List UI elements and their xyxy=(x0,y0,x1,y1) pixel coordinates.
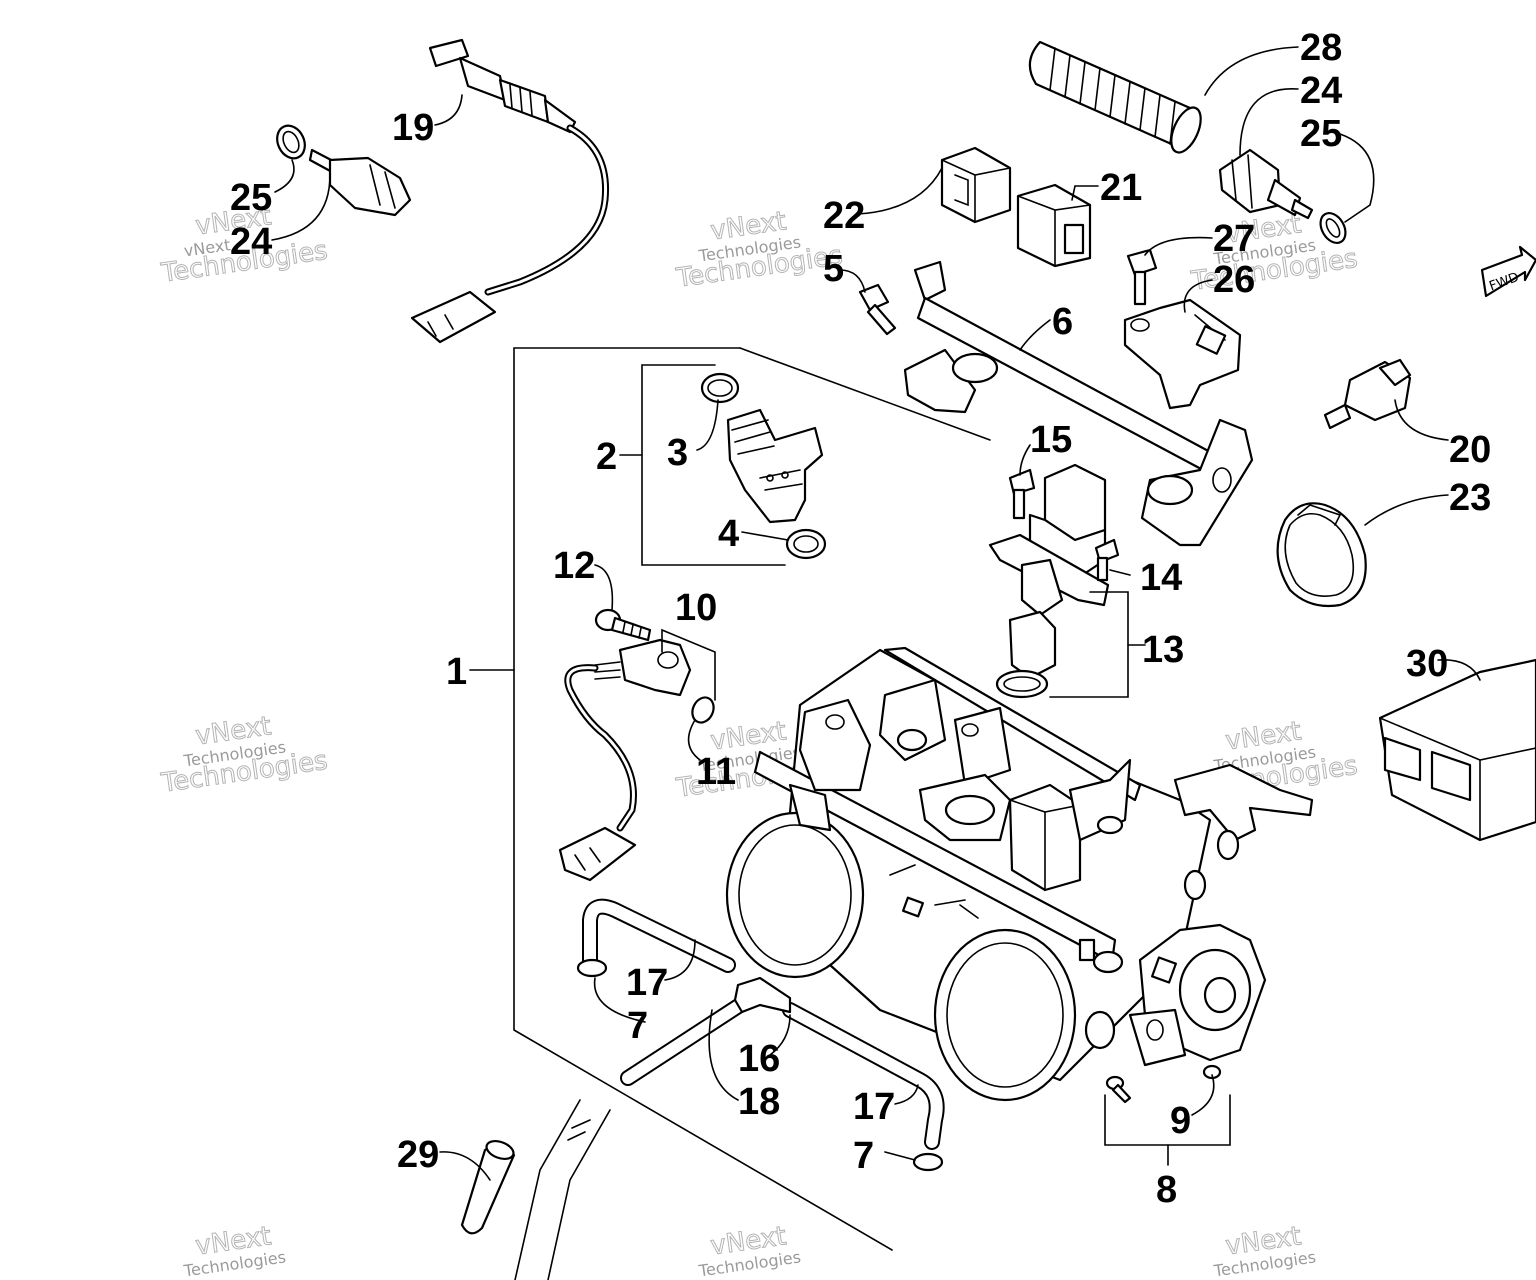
callout-7: 7 xyxy=(627,1005,648,1047)
callout-8: 8 xyxy=(1156,1169,1177,1211)
corrugated-hose-28 xyxy=(1028,40,1202,154)
sensor-connector-21 xyxy=(1016,183,1092,268)
watermark: vNext Technologies xyxy=(697,1221,802,1280)
callout-24: 24 xyxy=(230,221,272,263)
callout-30: 30 xyxy=(1406,643,1448,685)
callout-2: 2 xyxy=(596,436,617,478)
callout-27: 27 xyxy=(1213,218,1255,260)
callout-28: 28 xyxy=(1300,27,1342,69)
callout-17: 17 xyxy=(626,962,668,1004)
tps-bracket xyxy=(661,628,716,701)
callout-29: 29 xyxy=(397,1134,439,1176)
watermark: vNext Technologies Technologies xyxy=(158,711,330,800)
screw-14 xyxy=(1094,538,1120,582)
idle-air-control-13 xyxy=(988,463,1110,699)
callout-1: 1 xyxy=(446,651,467,693)
callout-17: 17 xyxy=(853,1086,895,1128)
callout-22: 22 xyxy=(823,195,865,237)
watermark: vNext Technologies xyxy=(182,1221,287,1280)
o-ring-3 xyxy=(700,372,740,404)
temp-sensor-24-right xyxy=(1218,148,1347,245)
screw-12 xyxy=(594,608,652,642)
vacuum-hoses xyxy=(576,898,945,1172)
callout-18: 18 xyxy=(738,1081,780,1123)
short-hose-29 xyxy=(460,1139,516,1235)
callout-6: 6 xyxy=(1052,301,1073,343)
fwd-arrow-icon: FWD xyxy=(1480,245,1536,298)
callout-numbers: 28 24 25 19 25 24 22 21 27 26 5 6 2 3 4 … xyxy=(230,27,1491,1211)
callout-16: 16 xyxy=(738,1038,780,1080)
leader-lines xyxy=(271,46,1481,1181)
screw-15 xyxy=(1008,468,1036,520)
callout-14: 14 xyxy=(1140,557,1182,599)
long-hose xyxy=(514,1099,611,1280)
map-sensor-26 xyxy=(1123,298,1242,410)
callout-20: 20 xyxy=(1449,429,1491,471)
watermark: vNext Technologies Technologies xyxy=(673,206,845,295)
temp-sensor-24-left xyxy=(276,124,412,217)
connector-cover-22 xyxy=(940,146,1012,224)
injector-bracket xyxy=(619,364,786,566)
callout-11: 11 xyxy=(696,751,736,793)
fuel-rail-6 xyxy=(903,260,1254,547)
callout-21: 21 xyxy=(1100,167,1142,209)
callout-25: 25 xyxy=(1300,113,1342,155)
callout-15: 15 xyxy=(1030,419,1072,461)
throttle-body-assembly xyxy=(725,646,1314,1102)
oxygen-sensor-19 xyxy=(410,38,610,344)
tps-sensor-10 xyxy=(558,638,692,882)
callout-5: 5 xyxy=(823,248,844,290)
watermark: vNext Technologies xyxy=(1212,1221,1317,1280)
ecu-30 xyxy=(1378,658,1536,842)
screw-kit-bracket-8 xyxy=(1104,1094,1231,1166)
hose-clamp-23 xyxy=(1276,502,1367,608)
callout-9: 9 xyxy=(1170,1100,1191,1142)
o-ring-11 xyxy=(691,696,715,724)
callout-3: 3 xyxy=(667,432,688,474)
pressure-switch-20 xyxy=(1323,358,1412,430)
callout-24: 24 xyxy=(1300,70,1342,112)
assembly-1-bracket xyxy=(469,347,991,1251)
callout-23: 23 xyxy=(1449,477,1491,519)
screw-9 xyxy=(1105,1064,1222,1104)
bolt-27 xyxy=(1126,248,1158,306)
callout-19: 19 xyxy=(392,107,434,149)
o-ring-4 xyxy=(785,528,827,560)
callout-13: 13 xyxy=(1142,629,1184,671)
callout-25: 25 xyxy=(230,177,272,219)
bolt-5 xyxy=(858,283,897,336)
iac-bracket xyxy=(1049,591,1146,698)
callout-4: 4 xyxy=(718,513,739,555)
callout-10: 10 xyxy=(675,587,717,629)
callout-7: 7 xyxy=(853,1135,874,1177)
callout-26: 26 xyxy=(1213,259,1255,301)
fuel-injector-2 xyxy=(726,408,824,524)
callout-12: 12 xyxy=(553,545,595,587)
